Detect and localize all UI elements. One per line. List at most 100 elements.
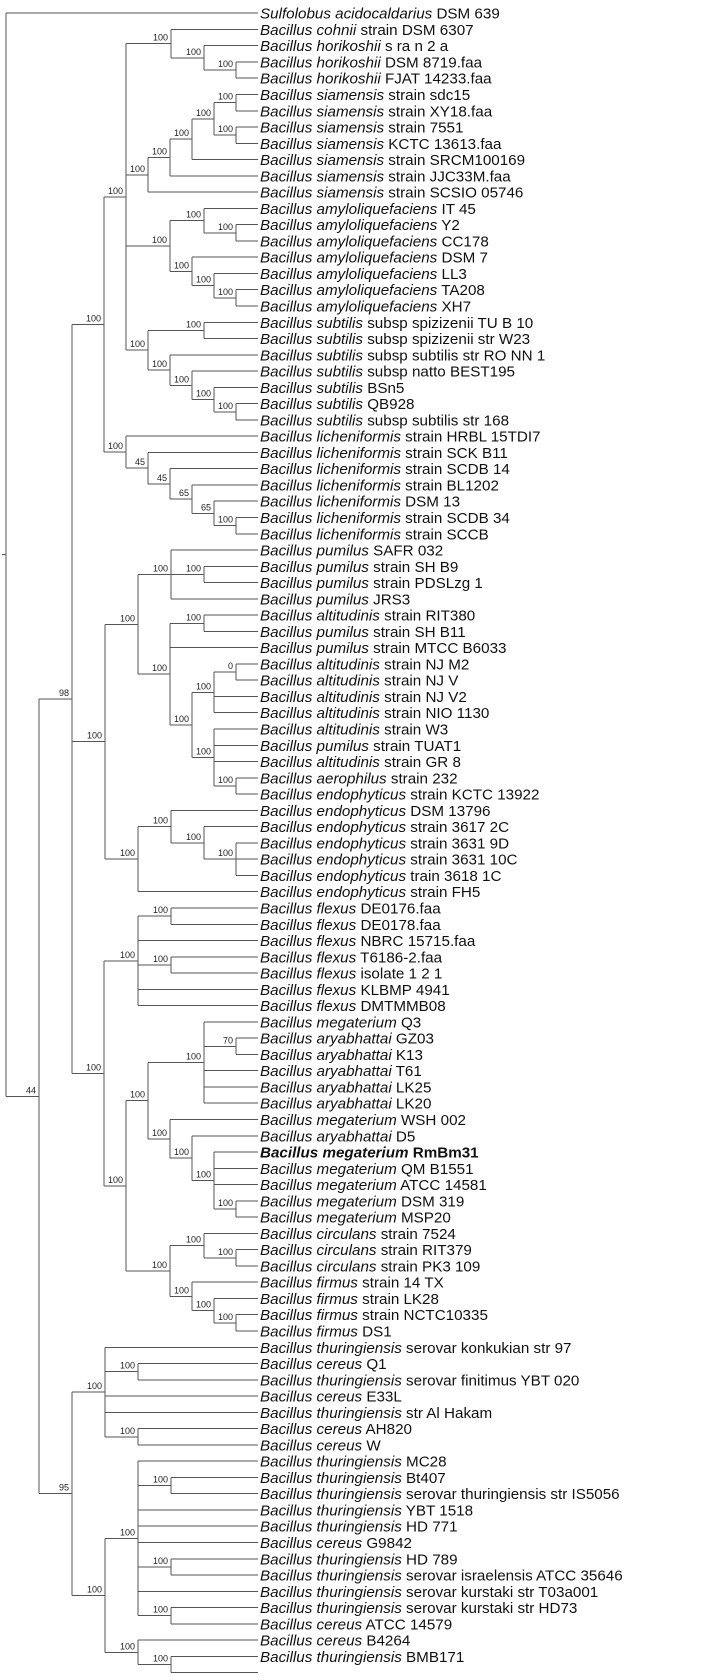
species-name: Bacillus siamensis [260,103,384,120]
bootstrap-value: 100 [120,613,135,623]
species-name: Bacillus megaterium [260,1177,397,1194]
species-name: Bacillus thuringiensis [260,1470,402,1487]
taxon-label: Bacillus endophyticus strain 3631 10C [260,852,518,869]
species-name: Bacillus flexus [260,933,357,950]
strain-name: strain LK28 [358,1291,439,1308]
strain-name: serovar kurstaki str HD73 [402,1600,578,1617]
strain-name: KLBMP 4941 [356,982,449,999]
taxon-label: Bacillus megaterium WSH 002 [260,1112,466,1129]
taxon-label: Bacillus altitudinis strain GR 8 [260,754,461,771]
species-name: Bacillus siamensis [260,168,384,185]
strain-name: subsp subtilis str 168 [363,412,509,429]
taxon-label: Bacillus amyloliquefaciens CC178 [260,233,489,250]
taxon-label: Bacillus flexus DE0178.faa [260,917,441,934]
species-name: Bacillus siamensis [260,120,384,137]
taxon-label: Bacillus amyloliquefaciens LL3 [260,266,467,283]
species-name: Bacillus licheniformis [260,526,401,543]
strain-name: strain FH5 [406,884,480,901]
bootstrap-value: 100 [186,563,201,573]
taxon-label: Bacillus siamensis strain 7551 [260,120,463,137]
species-name: Bacillus flexus [260,900,357,917]
bootstrap-value: 100 [218,222,233,232]
bootstrap-value: 100 [174,714,189,724]
strain-name: strain 7551 [384,120,463,137]
strain-name: DE0176.faa [356,900,441,917]
bootstrap-value: 45 [157,473,167,483]
taxon-label: Bacillus aryabhattai D5 [260,1128,415,1145]
strain-name: strain 3617 2C [406,819,509,836]
bootstrap-value: 45 [135,457,145,467]
taxon-label: Bacillus pumilus strain SH B11 [260,624,466,641]
strain-name: LK25 [392,1079,432,1096]
taxon-label: Bacillus thuringiensis serovar israelens… [260,1568,623,1585]
species-name: Bacillus thuringiensis [260,1405,402,1422]
taxon-label: Bacillus amyloliquefaciens DSM 7 [260,250,488,267]
taxon-label: Bacillus thuringiensis serovar konkukian… [260,1340,572,1357]
bootstrap-value: 100 [152,359,167,369]
taxon-label: Bacillus flexus NBRC 15715.faa [260,933,476,950]
bootstrap-value: 100 [218,92,233,102]
species-name: Bacillus cohnii [260,22,357,39]
strain-name: subsp spizizenii str W23 [363,331,530,348]
species-name: Bacillus aryabhattai [260,1096,392,1113]
taxon-label: Bacillus flexus DMTMMB08 [260,998,446,1015]
species-name: Bacillus thuringiensis [260,1568,402,1585]
species-name: Bacillus thuringiensis [260,1519,402,1536]
strain-name: serovar israelensis ATCC 35646 [402,1568,623,1585]
species-name: Bacillus cereus [260,1616,363,1633]
species-name: Bacillus altitudinis [260,705,380,722]
taxon-label: Bacillus thuringiensis HD 789 [260,1551,458,1568]
taxon-label: Bacillus licheniformis strain SCDB 14 [260,461,510,478]
strain-name: strain SRCM100169 [384,152,525,169]
strain-name: CC178 [437,233,489,250]
taxon-label: Bacillus flexus DE0176.faa [260,900,441,917]
bootstrap-value: 100 [87,1381,102,1391]
species-name: Bacillus flexus [260,917,357,934]
bootstrap-value: 100 [174,1285,189,1295]
strain-name: AH820 [362,1421,412,1438]
species-name: Bacillus amyloliquefaciens [260,233,438,250]
taxon-label: Bacillus circulans strain 7524 [260,1226,456,1243]
species-name: Bacillus circulans [260,1242,377,1259]
taxon-label: Bacillus cereus G9842 [260,1535,412,1552]
bootstrap-value: 100 [108,186,123,196]
strain-name: RmBm31 [409,1145,480,1162]
bootstrap-value: 100 [120,1361,135,1371]
taxon-label: Bacillus subtilis BSn5 [260,380,404,397]
species-name: Bacillus aryabhattai [260,1031,392,1048]
bootstrap-value: 100 [218,848,233,858]
taxon-label: Bacillus altitudinis strain RIT380 [260,608,475,625]
strain-name: strain NJ V2 [380,689,467,706]
bootstrap-value: 100 [130,339,145,349]
strain-name: strain PDSLzg 1 [369,575,483,592]
species-name: Bacillus pumilus [260,559,369,576]
species-name: Bacillus circulans [260,1258,377,1275]
strain-name: DSM 13796 [406,803,490,820]
taxon-label: Bacillus aryabhattai GZ03 [260,1031,434,1048]
strain-name: W [362,1437,381,1454]
taxon-label: Bacillus endophyticus strain 3631 9D [260,835,509,852]
bootstrap-value: 100 [218,1198,233,1208]
taxon-label: Bacillus firmus strain LK28 [260,1291,439,1308]
strain-name: strain RIT380 [380,608,475,625]
species-name: Bacillus altitudinis [260,689,380,706]
species-name: Bacillus thuringiensis [260,1584,402,1601]
strain-name: subsp natto BEST195 [363,364,515,381]
bootstrap-value: 100 [196,746,211,756]
taxon-label: Bacillus thuringiensis YBT 1518 [260,1502,473,1519]
species-name: Bacillus thuringiensis [260,1600,402,1617]
bootstrap-value: 100 [86,1062,101,1072]
strain-name: strain JJC33M.faa [384,168,511,185]
taxon-label: Bacillus subtilis subsp natto BEST195 [260,364,515,381]
taxon-label: Bacillus siamensis strain SCSIO 05746 [260,185,523,202]
taxon-label: Bacillus altitudinis strain NJ M2 [260,656,469,673]
species-name: Bacillus licheniformis [260,510,401,527]
strain-name: IT 45 [437,201,476,218]
strain-name: strain NJ M2 [380,656,469,673]
strain-name: strain NCTC10335 [358,1307,488,1324]
species-name: Bacillus firmus [260,1291,358,1308]
species-name: Bacillus subtilis [260,331,363,348]
taxon-label: Bacillus siamensis strain sdc15 [260,87,470,104]
species-name: Bacillus thuringiensis [260,1551,402,1568]
strain-name: strain XY18.faa [384,103,493,120]
